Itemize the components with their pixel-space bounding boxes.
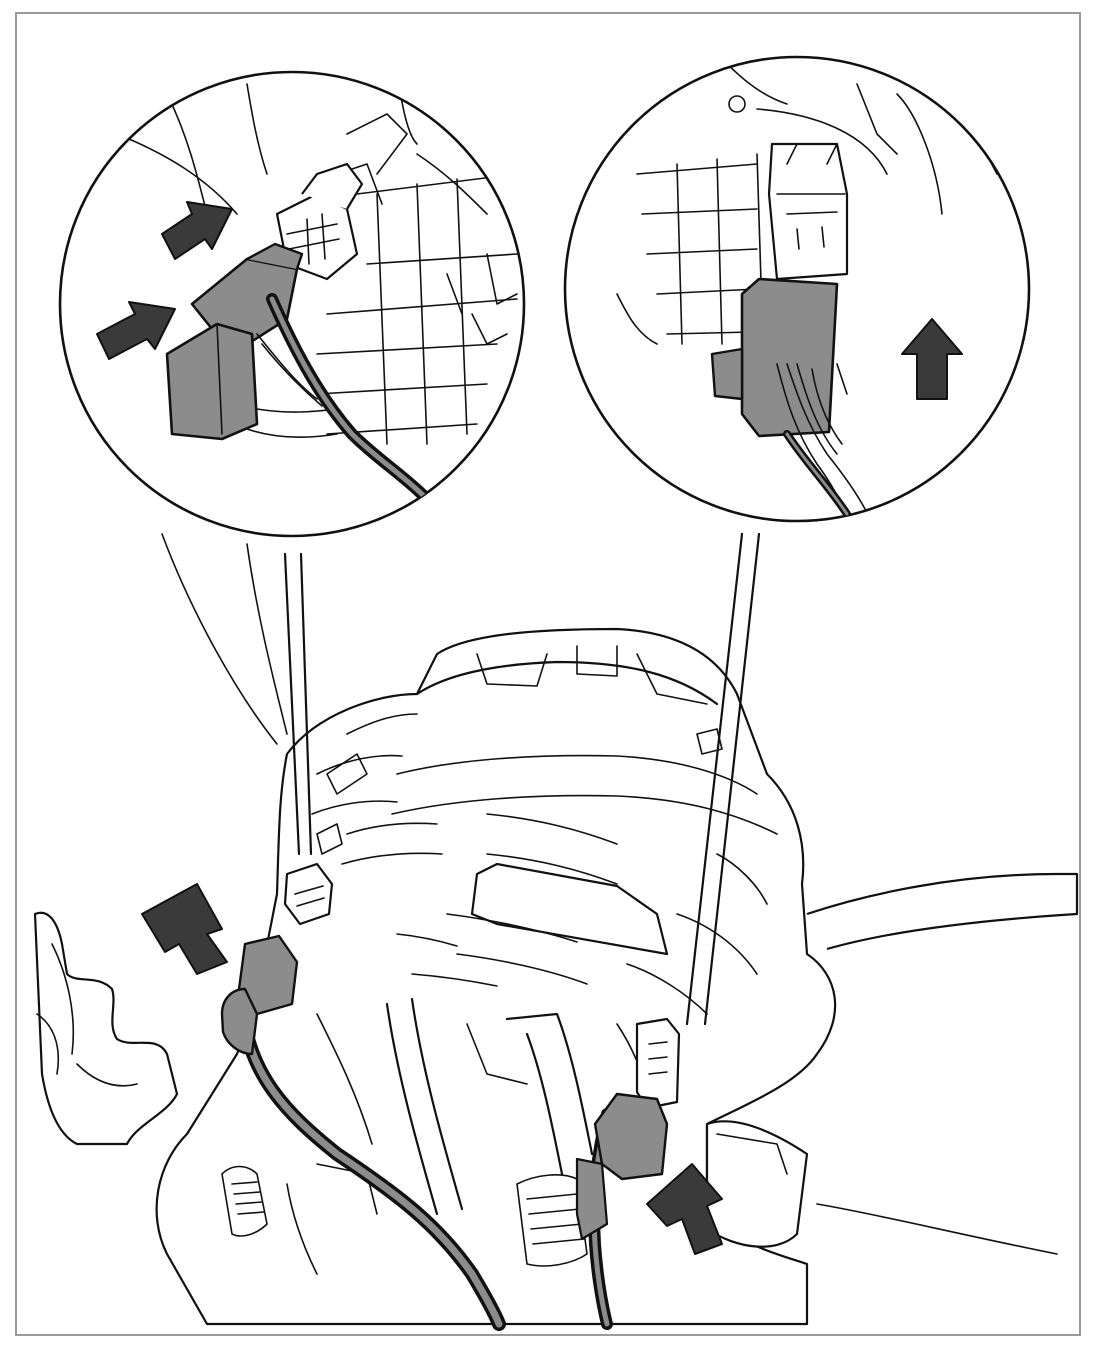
- detail-callout-left: [58, 70, 526, 538]
- up-arrow-icon: [646, 1163, 723, 1255]
- callout-leader-left: [161, 533, 313, 856]
- electrical-connector-icon: [220, 862, 681, 1241]
- push-arrow-icon: [161, 201, 233, 260]
- wire-harness-left: [235, 997, 506, 1331]
- detail-callout-right: [563, 55, 1031, 523]
- component-housing: [33, 627, 1079, 1326]
- up-arrow-icon: [141, 883, 228, 975]
- push-arrow-icon: [96, 301, 176, 360]
- figure-frame: [15, 12, 1081, 1336]
- up-arrow-icon: [901, 318, 963, 400]
- callout-leader-right: [685, 532, 761, 1026]
- wiring-diagram: [33, 55, 1079, 1331]
